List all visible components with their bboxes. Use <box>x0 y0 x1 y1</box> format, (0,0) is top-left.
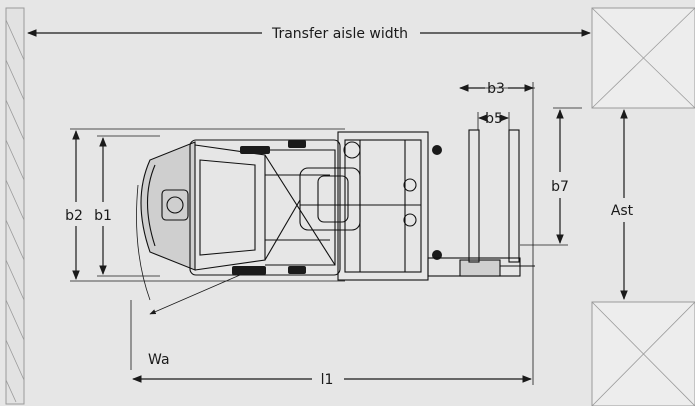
l1-label: l1 <box>321 372 334 388</box>
wa-label: Wa <box>148 352 170 368</box>
b1-dimension: b1 <box>94 135 160 277</box>
b7-label: b7 <box>551 179 569 195</box>
pallet-top <box>591 7 695 109</box>
transfer-aisle-dimension: Transfer aisle width <box>27 26 591 42</box>
ast-dimension: Ast <box>611 109 634 300</box>
b1-label: b1 <box>94 208 112 224</box>
wa-dimension: Wa <box>130 184 241 370</box>
forklift-truck <box>140 131 535 281</box>
b7-dimension: b7 <box>520 107 582 246</box>
pallet-bottom <box>591 301 695 406</box>
b2-label: b2 <box>65 208 83 224</box>
left-wall <box>5 7 25 405</box>
b5-label: b5 <box>485 111 503 127</box>
b2-dimension: b2 <box>65 128 345 282</box>
l1-dimension: l1 <box>132 262 534 388</box>
ast-label: Ast <box>611 203 634 219</box>
transfer-aisle-width-label: Transfer aisle width <box>271 26 408 42</box>
forks <box>468 129 520 263</box>
b5-dimension: b5 <box>477 111 510 130</box>
b3-label: b3 <box>487 81 505 97</box>
b3-dimension: b3 <box>459 81 535 262</box>
